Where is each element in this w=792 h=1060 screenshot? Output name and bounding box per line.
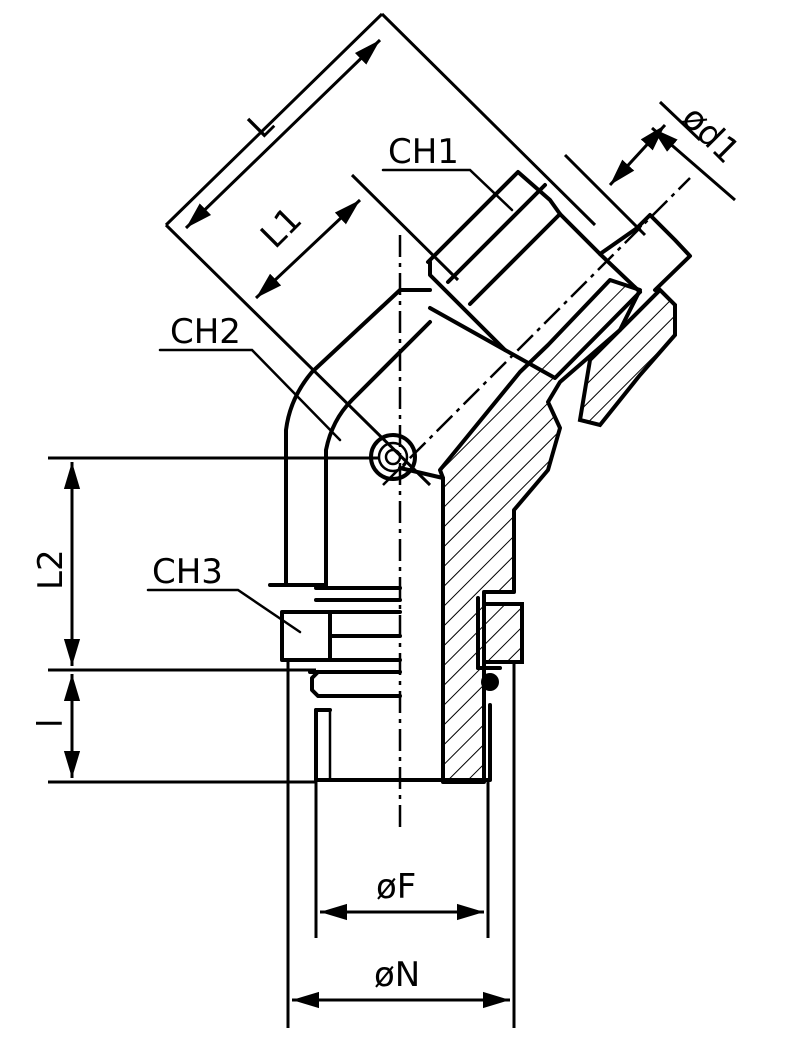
elbow-outer-contour [268,288,432,587]
port-stud [280,586,524,782]
leader-CH3 [146,588,302,634]
label-CH2: CH2 [170,312,241,352]
tube-d1 [577,213,692,428]
label-CH1: CH1 [388,132,459,172]
label-d1: ød1 [674,98,748,172]
label-L2: L2 [31,549,71,590]
body-section-hatch [438,278,642,784]
label-F: øF [376,867,416,907]
label-CH3: CH3 [152,552,223,592]
dimension-line-L1 [254,198,362,300]
leader-CH1 [381,168,514,212]
label-N: øN [374,955,420,995]
dimension-line-L [184,38,382,230]
dimension-line-d1 [651,126,736,202]
label-L1: L1 [253,199,310,256]
leader-CH2 [158,348,342,442]
label-l: l [31,719,71,728]
